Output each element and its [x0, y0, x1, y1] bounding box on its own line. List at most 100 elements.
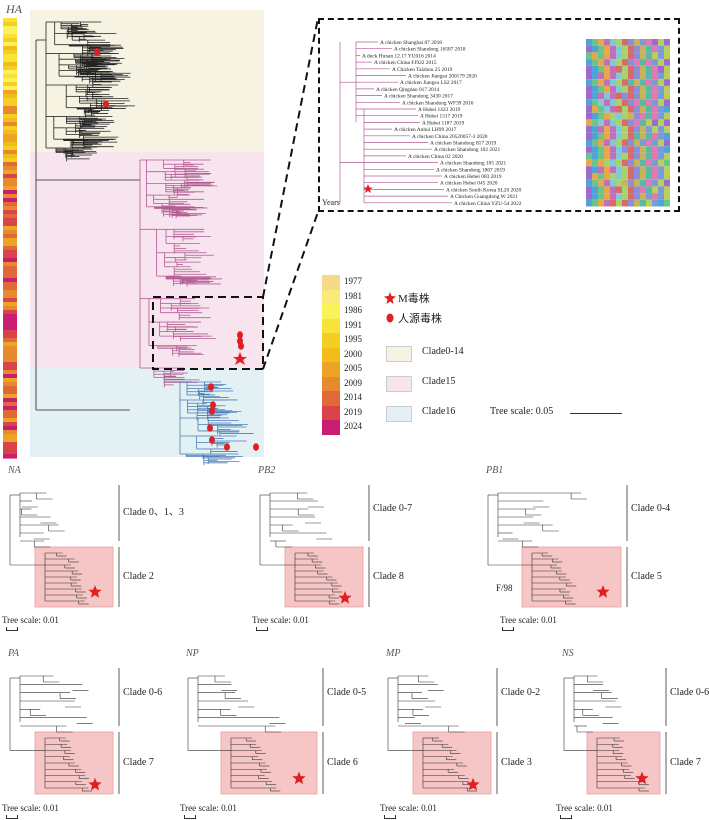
m-strain-star — [596, 585, 610, 598]
inset-taxon-label: A chicken Shandong 3430 2017 — [384, 94, 453, 100]
inset-heatmap-cell — [610, 179, 616, 187]
gene-label: NA — [8, 465, 21, 476]
inset-heatmap-cell — [586, 193, 592, 200]
inset-heatmap-cell — [586, 132, 592, 140]
year-strip-segment — [3, 90, 17, 95]
clade16-swatch — [386, 406, 412, 422]
inset-heatmap-cell — [628, 45, 634, 53]
year-legend-swatch — [322, 391, 340, 406]
inset-heatmap-cell — [664, 139, 670, 147]
inset-heatmap-cell — [610, 59, 616, 66]
inset-heatmap-cell — [616, 193, 622, 200]
year-strip-segment — [3, 66, 17, 71]
inset-heatmap-cell — [586, 106, 592, 113]
inset-heatmap-cell — [628, 52, 634, 60]
inset-taxon-label: A chicken Shandong 16587 2018 — [394, 47, 466, 53]
inset-heatmap-cell — [628, 179, 634, 187]
inset-heatmap-cell — [604, 45, 610, 53]
inset-heatmap-cell — [658, 72, 664, 80]
inset-years-label: Years — [322, 198, 340, 207]
year-strip-segment — [3, 426, 17, 431]
inset-heatmap-cell — [598, 193, 604, 200]
year-legend-swatch — [322, 420, 340, 435]
strain-annotation-label: F/98 — [496, 583, 513, 593]
inset-heatmap-cell — [616, 59, 622, 66]
gene-tree-svg — [259, 485, 370, 608]
inset-heatmap-cell — [652, 159, 658, 167]
inset-heatmap-cell — [604, 52, 610, 60]
year-legend-item: 2019 — [322, 405, 392, 420]
inset-heatmap-cell — [658, 112, 664, 120]
year-strip-segment — [3, 454, 17, 459]
inset-heatmap-cell — [658, 186, 664, 194]
inset-heatmap-cell — [646, 166, 652, 173]
inset-heatmap-cell — [592, 45, 598, 53]
inset-heatmap-cell — [592, 152, 598, 160]
year-strip-segment — [3, 126, 17, 131]
year-strip-segment — [3, 230, 17, 235]
ha-gene-label: HA — [6, 2, 22, 16]
year-strip-segment — [3, 106, 17, 111]
year-strip-segment — [3, 318, 17, 323]
inset-heatmap-cell — [598, 159, 604, 167]
year-legend-label: 1995 — [344, 334, 362, 344]
year-strip-segment — [3, 314, 17, 319]
inset-heatmap-cell — [592, 65, 598, 73]
inset-taxon-label: A chicken Jiangsu LS2 2017 — [400, 80, 462, 86]
inset-heatmap-cell — [610, 99, 616, 106]
inset-heatmap-cell — [634, 166, 640, 173]
inset-heatmap-cell — [646, 179, 652, 187]
inset-heatmap-cell — [652, 193, 658, 200]
inset-taxon-label: A chicken China 20520057-3 2020 — [412, 134, 488, 140]
inset-heatmap-cell — [586, 39, 592, 46]
inset-heatmap-cell — [598, 139, 604, 147]
inset-heatmap-cell — [628, 106, 634, 113]
inset-heatmap-cell — [652, 132, 658, 140]
year-strip-segment — [3, 114, 17, 119]
gene-label: NS — [562, 648, 574, 659]
inset-heatmap-cell — [658, 132, 664, 140]
year-strip-segment — [3, 290, 17, 295]
inset-heatmap-cell — [646, 119, 652, 127]
inset-heatmap-cell — [640, 119, 646, 127]
inset-taxon-label: A Hubei 1317 2019 — [420, 114, 463, 120]
inset-heatmap-cell — [664, 166, 670, 173]
year-strip-segment — [3, 190, 17, 195]
inset-heatmap-cell — [634, 199, 640, 207]
inset-heatmap-cell — [640, 193, 646, 200]
inset-heatmap-cell — [604, 99, 610, 106]
inset-heatmap-cell — [586, 166, 592, 173]
gene-tree-svg — [187, 668, 324, 795]
year-strip-segment — [3, 218, 17, 223]
inset-heatmap-cell — [622, 139, 628, 147]
inset-heatmap-cell — [664, 92, 670, 100]
year-legend-item: 2024 — [322, 420, 392, 435]
inset-heatmap-cell — [610, 199, 616, 207]
inset-heatmap-cell — [604, 106, 610, 113]
year-strip-segment — [3, 98, 17, 103]
inset-heatmap-cell — [586, 173, 592, 180]
year-strip-segment — [3, 422, 17, 427]
year-strip-segment — [3, 178, 17, 183]
inset-heatmap-cell — [586, 59, 592, 66]
inset-heatmap-cell — [616, 173, 622, 180]
gene-label: NP — [186, 648, 199, 659]
inset-heatmap-cell — [628, 139, 634, 147]
inset-heatmap-cell — [616, 45, 622, 53]
inset-heatmap-cell — [592, 166, 598, 173]
inset-heatmap-cell — [634, 152, 640, 160]
year-strip-segment — [3, 26, 17, 31]
year-legend-item: 2014 — [322, 391, 392, 406]
lower-clade-label: Clade 7 — [670, 757, 701, 768]
inset-heatmap-cell — [604, 179, 610, 187]
inset-heatmap-cell — [628, 152, 634, 160]
inset-heatmap-cell — [592, 79, 598, 86]
inset-heatmap-cell — [628, 112, 634, 120]
inset-taxon-label: A chicken Hebei 045 2020 — [440, 181, 498, 187]
inset-heatmap-cell — [652, 85, 658, 93]
inset-heatmap-cell — [610, 39, 616, 46]
inset-heatmap-cell — [622, 92, 628, 100]
